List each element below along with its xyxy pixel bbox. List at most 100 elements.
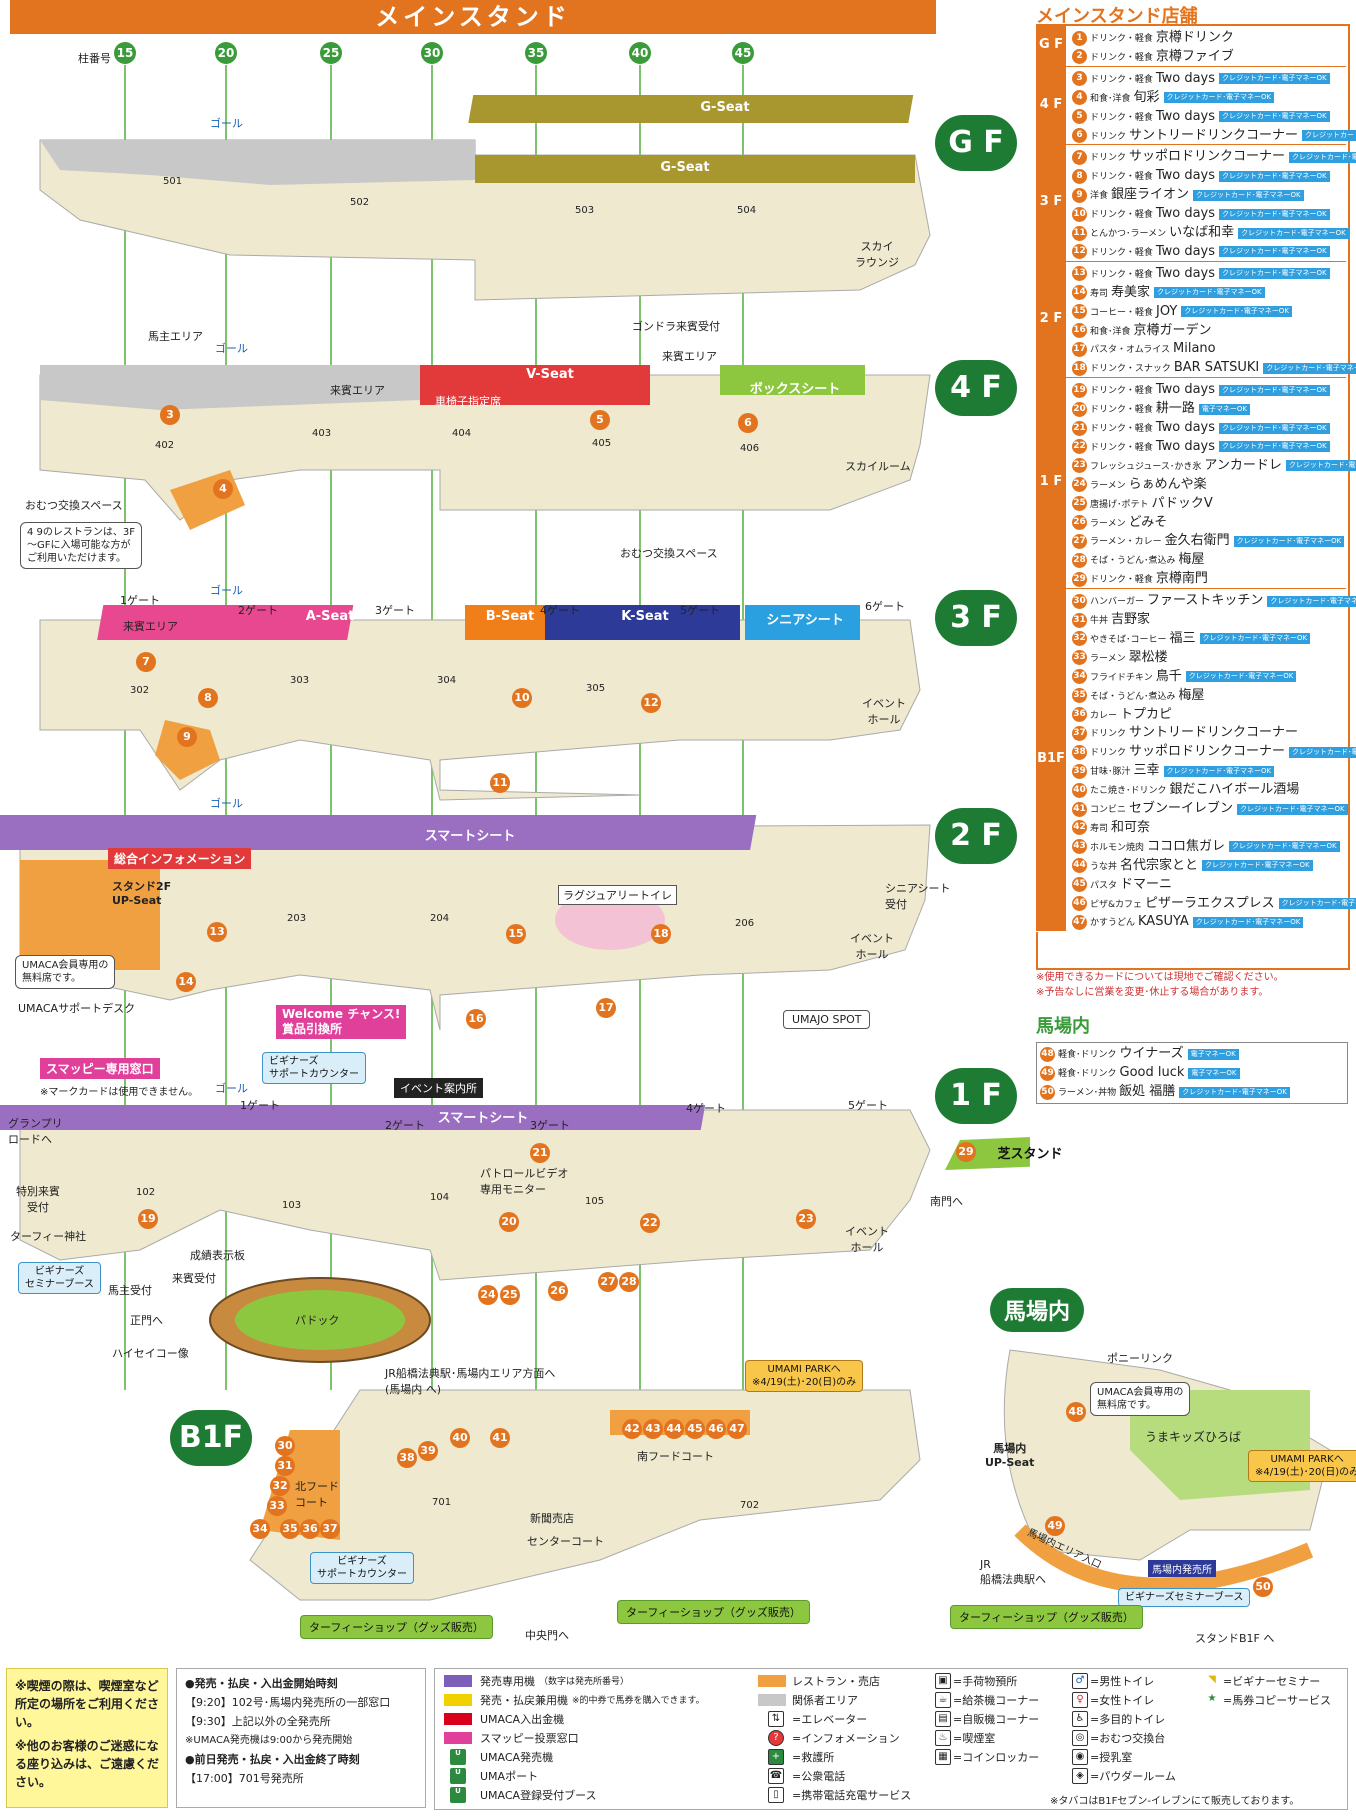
legend-col2-label: =救護所: [792, 1751, 835, 1764]
f3-room-304: 304: [437, 675, 457, 686]
f2-upseat: スタンド2F UP-Seat: [112, 880, 172, 907]
payment-badge: クレジットカード･電子マネーOK: [1238, 227, 1349, 239]
f1-store-25: 25: [500, 1285, 520, 1305]
store-number: 14: [1072, 285, 1087, 301]
f1-main-gate[interactable]: 正門へ: [130, 1314, 163, 1327]
smoking-note: ※喫煙の際は、喫煙室など所定の場所をご利用ください。: [15, 1679, 160, 1729]
store-category: 唐揚げ･ポテト: [1090, 499, 1149, 510]
f1-haiseiko: ハイセイコー像: [112, 1347, 189, 1360]
store-name: どみそ: [1128, 514, 1168, 530]
payment-badge: クレジットカード･電子マネーOK: [1163, 92, 1275, 104]
store-name: いなば和幸: [1169, 225, 1235, 240]
f3-kseat-label: K-Seat: [621, 609, 669, 624]
b1-central-gate[interactable]: 中央門へ: [525, 1629, 569, 1642]
store-floor-label: 1 F: [1036, 376, 1066, 590]
f3-store-7: 7: [136, 652, 156, 672]
store-number: 10: [1072, 206, 1087, 222]
b1-umami-park[interactable]: UMAMI PARKへ ※4/19(土)･20(日)のみ: [745, 1360, 864, 1392]
store-number: 9: [1072, 187, 1087, 203]
umaca-icon: U: [450, 1749, 466, 1765]
legend-col1-label: 発売専用機: [480, 1675, 535, 1688]
store-category: フレッシュジュース･かき氷: [1090, 461, 1202, 472]
pillar-number-15: 15: [114, 42, 136, 64]
accessible-toilet-icon: ♿: [1072, 1711, 1088, 1727]
store-note-2: ※予告なしに営業を変更･休止する場合があります。: [1036, 987, 1269, 998]
store-name: 銀座ライオン: [1111, 187, 1190, 203]
infield-jr[interactable]: JR 船橋法典駅へ: [980, 1558, 1046, 1586]
b1-store-32: 32: [270, 1476, 290, 1496]
f4-store-6: 6: [738, 413, 758, 433]
payment-badge: クレジットカード･電子マネーOK: [1219, 422, 1330, 434]
store-category: フライドチキン: [1090, 672, 1153, 683]
male-toilet-icon: ♂: [1072, 1673, 1088, 1689]
f1-room-104: 104: [430, 1192, 450, 1203]
f3-gate-2: 2ゲート: [238, 604, 278, 617]
b1-store-30: 30: [275, 1436, 295, 1456]
f1-grandprix-road[interactable]: グランプリ ロードへ: [8, 1117, 63, 1146]
f4-room-403: 403: [312, 428, 332, 439]
store-number: 1: [1072, 30, 1087, 46]
store-name: JOY: [1156, 303, 1178, 319]
legend-col1-label: UMACA登録受付ブース: [480, 1789, 597, 1802]
store-number: 42: [1072, 820, 1087, 836]
f1-south-gate[interactable]: 南門へ: [930, 1195, 963, 1208]
time-line-1: 【9:20】102号･馬場内発売所の一部窓口: [185, 1696, 391, 1709]
store-category: 軽食･ドリンク: [1058, 1050, 1117, 1060]
b1-jr-direction[interactable]: JR船橋法典駅･馬場内エリア方面へ (馬場内 へ): [385, 1367, 556, 1396]
f1-store-20: 20: [499, 1212, 519, 1232]
infield-stand-b1[interactable]: スタンドB1F へ: [1195, 1632, 1275, 1645]
store-name: 銀だこハイボール酒場: [1169, 782, 1300, 798]
store-name: Two days: [1155, 265, 1216, 281]
store-name: 福三: [1169, 630, 1196, 646]
floor-badge-4f: 4 F: [935, 360, 1017, 416]
store-divider: [1066, 377, 1346, 379]
f1-event-hall: イベント ホール: [845, 1225, 889, 1254]
elevator-icon: ⇅: [768, 1711, 784, 1727]
store-category: ホルモン焼肉: [1090, 842, 1145, 853]
f2-umaca-seat-note: UMACA会員専用の 無料席です。: [15, 955, 116, 989]
store-name: サッポロドリンクコーナー: [1129, 149, 1286, 165]
umaca-icon: U: [450, 1768, 466, 1784]
store-name: 金久右衛門: [1164, 533, 1230, 549]
f1-smartseat-label: スマートシート: [437, 1111, 529, 1126]
f2-umajo-spot[interactable]: UMAJO SPOT: [783, 1010, 871, 1029]
f1-shiba-stand-label: 芝スタンド: [997, 1147, 1063, 1162]
store-number: 40: [1072, 782, 1087, 798]
f1-owner-reception: 馬主受付: [108, 1284, 152, 1297]
infield-upseat: 馬場内 UP-Seat: [985, 1442, 1035, 1469]
legend-swatch: [758, 1694, 786, 1706]
legend-col3-label: =喫煙室: [953, 1732, 996, 1745]
payment-badge: クレジットカード･電子マネーOK: [1181, 306, 1292, 318]
store-name: 旬彩: [1133, 89, 1160, 105]
infield-umami[interactable]: UMAMI PARKへ ※4/19(土)･20(日)のみ: [1248, 1450, 1356, 1482]
legend-col3-label: =自販機コーナー: [953, 1713, 1040, 1726]
store-category: ドリンク・軽食: [1090, 34, 1153, 44]
store-floor-label: B1F: [1036, 587, 1066, 933]
gf-room-503: 503: [575, 205, 595, 216]
f3-store-10: 10: [512, 688, 532, 708]
f1-beginner-counter: ビギナーズ サポートカウンター: [262, 1052, 366, 1084]
pillar-number-40: 40: [629, 42, 651, 64]
f1-store-21: 21: [530, 1143, 550, 1163]
store-name: 耕一路: [1155, 401, 1195, 417]
store-number: 25: [1072, 496, 1087, 512]
store-name: Two days: [1155, 243, 1216, 259]
f1-room-102: 102: [136, 1187, 156, 1198]
nursing-icon: ◉: [1072, 1749, 1088, 1765]
store-category: ハンバーガー: [1090, 597, 1145, 608]
store-number: 34: [1072, 669, 1087, 685]
store-number: 24: [1072, 477, 1087, 493]
f2-event-hall: イベント ホール: [850, 932, 894, 961]
store-name: Two days: [1155, 70, 1216, 86]
f4-room-404: 404: [452, 428, 472, 439]
legend-notes: ※喫煙の際は、喫煙室など所定の場所をご利用ください。 ※他のお客様のご迷惑になる…: [6, 1668, 168, 1808]
gf-gseat-main-label: G-Seat: [660, 160, 710, 175]
